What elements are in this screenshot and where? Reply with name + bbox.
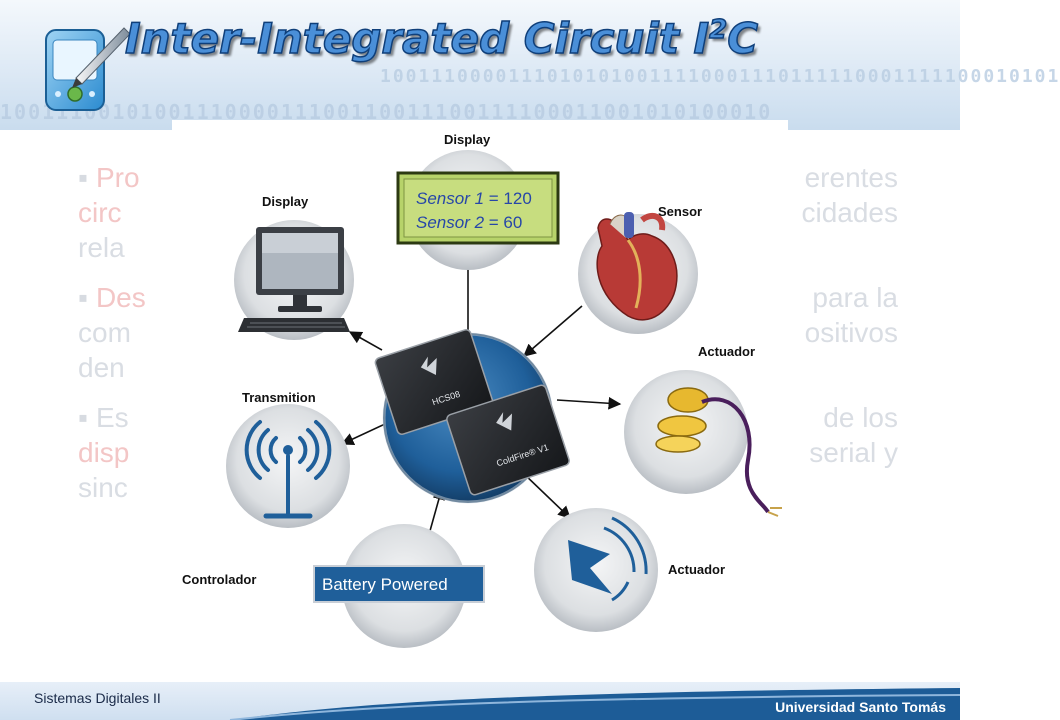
arrow-to-right-actuator <box>556 396 622 410</box>
label-actuator-right: Actuador <box>698 344 755 359</box>
chip-coldfire: ColdFire® V1 <box>446 384 570 496</box>
label-controller: Controlador <box>182 572 256 587</box>
node-display-left: Display <box>234 194 354 340</box>
freescale-logo-icon <box>420 356 437 376</box>
arrow-to-left-display <box>348 331 383 351</box>
node-display-top: Display Sensor 1 = 120 Sensor 2 = 60 <box>396 132 560 270</box>
label-transmition: Transmition <box>242 390 316 405</box>
label-display-left: Display <box>262 194 309 209</box>
keyboard-icon <box>238 318 350 332</box>
label-actuator-bottom: Actuador <box>668 562 725 577</box>
antenna-icon <box>244 420 332 519</box>
chip-hcs08: HCS08 <box>374 329 494 435</box>
node-controller: Controlador Battery Powered <box>182 524 485 648</box>
node-actuator-right: Actuador <box>624 344 782 517</box>
lcd-line-1: Sensor 1 = 120 <box>416 189 532 208</box>
arrow-from-sensor <box>523 305 583 357</box>
footer-university-name: Universidad Santo Tomás <box>775 699 946 715</box>
lcd-line-2: Sensor 2 = 60 <box>416 213 522 232</box>
node-transmition: Transmition <box>226 390 350 528</box>
node-sensor: Sensor <box>578 204 702 334</box>
label-sensor: Sensor <box>658 204 702 219</box>
freescale-logo-icon <box>496 412 512 431</box>
battery-powered-badge <box>313 565 485 603</box>
slide-title: Inter-Integrated Circuit I2C <box>124 13 759 64</box>
pda-logo-icon <box>45 27 131 111</box>
speaker-icon <box>568 516 648 602</box>
label-display-top: Display <box>444 132 491 147</box>
heart-icon <box>596 212 678 321</box>
battery-powered-text: Battery Powered <box>322 575 448 594</box>
coil-actuator-icon <box>655 387 782 517</box>
monitor-icon <box>256 227 344 312</box>
i2c-diagram: Display Sensor 1 = 120 Sensor 2 = 60 Dis… <box>172 120 788 680</box>
footer-swoosh <box>229 688 961 720</box>
header-banner: 1001110000111010101001111000111011111000… <box>0 0 1058 130</box>
binary-pattern-top: 1001110000111010101001111000111011111000… <box>380 66 1060 87</box>
hub-microcontrollers: HCS08 ColdFire® V1 <box>374 329 570 504</box>
footer-course-name: Sistemas Digitales II <box>34 690 161 706</box>
node-actuator-bottom: Actuador <box>534 508 725 632</box>
arrow-to-bottom-actuator <box>521 471 571 519</box>
